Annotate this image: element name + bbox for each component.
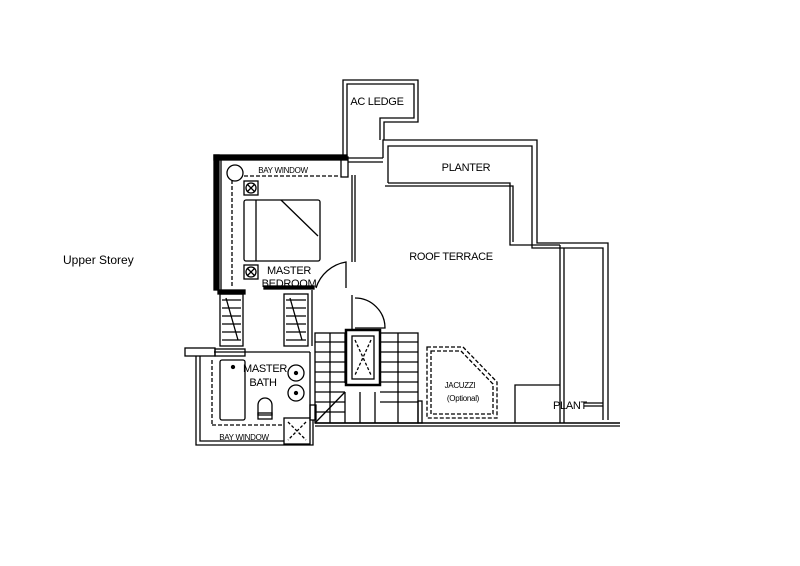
master-bath (184, 347, 317, 446)
storey-label: Upper Storey (63, 253, 134, 267)
label-jacuzzi-note: (Optional) (447, 394, 480, 403)
door-swing-icon (354, 297, 386, 329)
bathtub-icon (219, 359, 246, 421)
master-bedroom (213, 154, 386, 330)
label-master-bedroom-2: BEDROOM (262, 278, 317, 290)
shower-icon (283, 417, 311, 445)
door-swing-icon (315, 261, 347, 289)
label-planter: PLANTER (442, 162, 491, 174)
planter (348, 139, 609, 423)
toilet-icon (257, 397, 273, 416)
wardrobe (217, 289, 313, 347)
basin-icon (287, 364, 305, 382)
staircase (314, 328, 419, 424)
label-master-bedroom-1: MASTER (267, 265, 311, 277)
label-master-bath-1: MASTER (243, 363, 287, 375)
nightstand-icon (243, 264, 259, 280)
label-jacuzzi: JACUZZI (445, 381, 476, 390)
label-bay-window-bottom: BAY WINDOW (219, 433, 269, 442)
label-bay-window-top: BAY WINDOW (258, 166, 308, 175)
label-ac-ledge: AC LEDGE (350, 96, 403, 108)
nightstand-icon (243, 180, 259, 196)
ac-ledge (342, 79, 419, 157)
basin-icon (287, 384, 305, 402)
jacuzzi (426, 346, 498, 419)
label-plant: PLANT (553, 400, 588, 412)
label-master-bath-2: BATH (249, 377, 277, 389)
label-roof-terrace: ROOF TERRACE (409, 251, 493, 263)
void-icon (354, 339, 372, 376)
